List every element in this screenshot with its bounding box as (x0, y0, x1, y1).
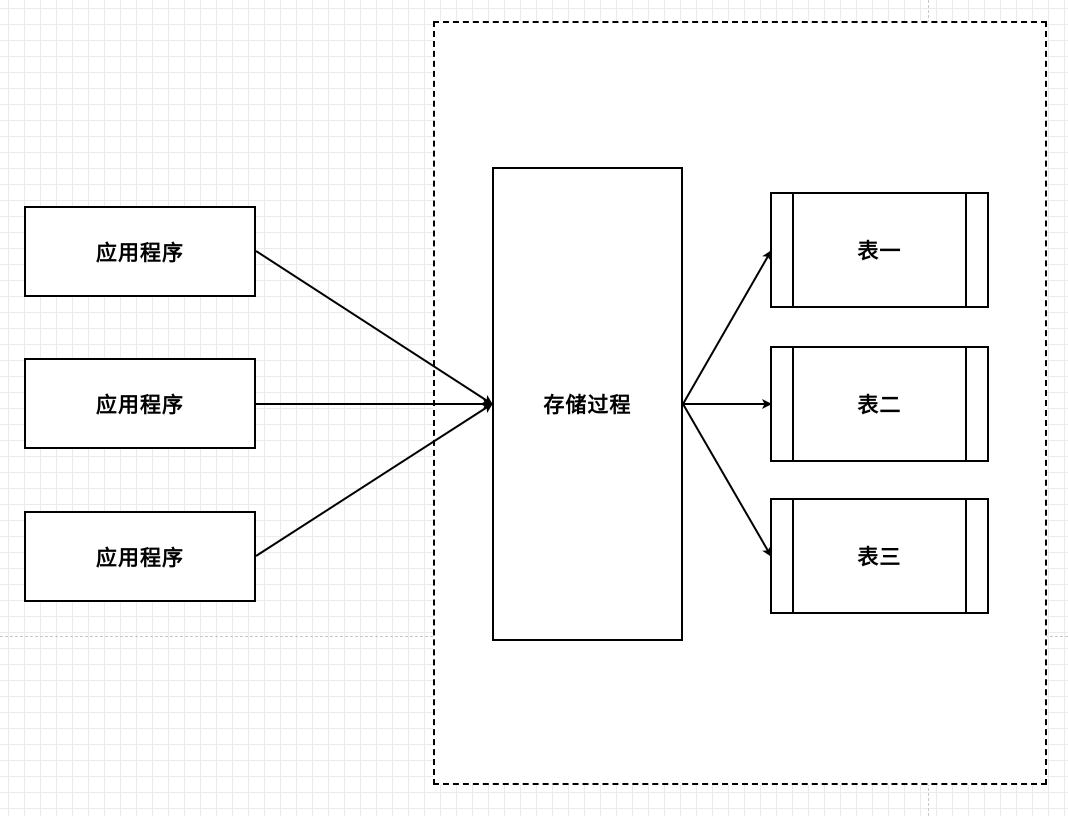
table-label-3: 表三 (857, 545, 902, 569)
application-node-3[interactable]: 应用程序 (24, 511, 256, 602)
application-label-1: 应用程序 (96, 240, 184, 265)
table-node-2[interactable]: 表二 (770, 346, 989, 462)
stored-procedure-node[interactable]: 存储过程 (492, 167, 683, 641)
application-label-2: 应用程序 (96, 392, 184, 417)
table-label-1: 表一 (857, 239, 902, 263)
table-node-3[interactable]: 表三 (770, 498, 989, 614)
stored-procedure-label: 存储过程 (543, 393, 632, 417)
table-node-1[interactable]: 表一 (770, 192, 989, 308)
application-node-2[interactable]: 应用程序 (24, 358, 256, 449)
table-label-2: 表二 (857, 393, 902, 417)
application-label-3: 应用程序 (96, 545, 184, 570)
application-node-1[interactable]: 应用程序 (24, 206, 256, 297)
